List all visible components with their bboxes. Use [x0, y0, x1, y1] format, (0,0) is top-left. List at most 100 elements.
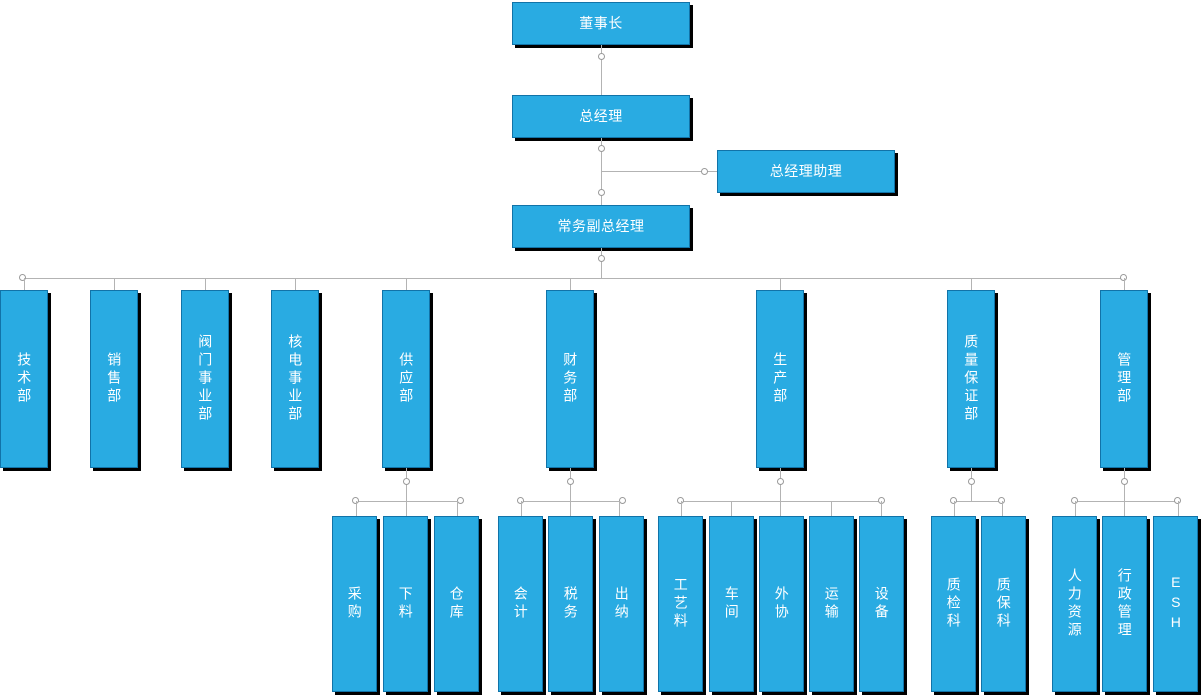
node-chairman[interactable]: 董事长: [512, 2, 690, 45]
sub-unit-purchasing[interactable]: 采购: [332, 516, 377, 692]
connector-dept: [570, 278, 571, 290]
sub-unit-esh[interactable]: ESH: [1153, 516, 1198, 692]
node-general-manager[interactable]: 总经理: [512, 95, 690, 138]
node-executive-deputy-gm[interactable]: 常务副总经理: [512, 205, 690, 248]
sub-unit-label: 工艺料: [672, 577, 689, 631]
sub-unit-label: 车间: [723, 586, 740, 622]
connector-dot: [517, 497, 524, 504]
sub-unit-label: 税务: [562, 586, 579, 622]
connector-dot: [998, 497, 1005, 504]
department-production[interactable]: 生产部: [756, 290, 804, 468]
sub-unit-cutting[interactable]: 下料: [383, 516, 428, 692]
sub-unit-cashier[interactable]: 出纳: [599, 516, 644, 692]
connector-dept: [1124, 278, 1125, 290]
connector-dot: [352, 497, 359, 504]
connector-dot: [567, 478, 574, 485]
sub-unit-accounting[interactable]: 会计: [498, 516, 543, 692]
department-sales[interactable]: 销售部: [90, 290, 138, 468]
node-gm-assistant[interactable]: 总经理助理: [717, 150, 895, 193]
connector-quality-child: [954, 501, 955, 516]
department-label: 质量保证部: [963, 334, 980, 424]
connector-finance-child: [619, 501, 620, 516]
connector-gm-assistant: [601, 171, 717, 172]
sub-unit-transport[interactable]: 运输: [809, 516, 854, 692]
sub-unit-label: ESH: [1167, 574, 1184, 634]
finance-bus: [521, 501, 623, 502]
sub-unit-label: 设备: [873, 586, 890, 622]
connector-dot: [701, 168, 708, 175]
department-nuclear-division[interactable]: 核电事业部: [271, 290, 319, 468]
connector-dept: [780, 278, 781, 290]
connector-dot: [1120, 274, 1127, 281]
connector-production-child: [731, 501, 732, 516]
sub-unit-label: 仓库: [448, 586, 465, 622]
department-management[interactable]: 管理部: [1100, 290, 1148, 468]
department-label: 销售部: [106, 352, 123, 406]
department-label: 技术部: [16, 352, 33, 406]
department-quality-assurance[interactable]: 质量保证部: [947, 290, 995, 468]
sub-unit-label: 质保科: [995, 577, 1012, 631]
sub-unit-tax[interactable]: 税务: [548, 516, 593, 692]
node-chairman-label: 董事长: [579, 15, 623, 32]
connector-dot: [598, 145, 605, 152]
department-valve-division[interactable]: 阀门事业部: [181, 290, 229, 468]
connector-dept: [24, 278, 25, 290]
connector-dot: [457, 497, 464, 504]
connector-production-child: [780, 501, 781, 516]
connector-production-child: [831, 501, 832, 516]
connector-supply-child: [457, 501, 458, 516]
connector-production-child: [881, 501, 882, 516]
connector-dot: [19, 274, 26, 281]
connector-dept: [114, 278, 115, 290]
node-executive-deputy-gm-label: 常务副总经理: [557, 218, 645, 235]
connector-finance-child: [570, 501, 571, 516]
connector-management-child: [1075, 501, 1076, 516]
connector-chairman-gm: [601, 45, 602, 95]
connector-deputy-bus: [601, 248, 602, 278]
department-label: 阀门事业部: [197, 334, 214, 424]
connector-dept: [295, 278, 296, 290]
connector-dept: [205, 278, 206, 290]
sub-unit-inspection[interactable]: 质检科: [931, 516, 976, 692]
connector-dept: [406, 278, 407, 290]
connector-management-child: [1124, 501, 1125, 516]
sub-unit-qa-section[interactable]: 质保科: [981, 516, 1026, 692]
connector-dot: [619, 497, 626, 504]
sub-unit-human-resources[interactable]: 人力资源: [1052, 516, 1097, 692]
connector-dot: [950, 497, 957, 504]
sub-unit-administration[interactable]: 行政管理: [1102, 516, 1147, 692]
sub-unit-outsourcing[interactable]: 外协: [759, 516, 804, 692]
department-technology[interactable]: 技术部: [0, 290, 48, 468]
connector-production-child: [681, 501, 682, 516]
quality-bus: [954, 501, 1002, 502]
sub-unit-label: 外协: [773, 586, 790, 622]
department-supply[interactable]: 供应部: [382, 290, 430, 468]
sub-unit-label: 出纳: [613, 586, 630, 622]
connector-dot: [598, 53, 605, 60]
connector-quality-child: [1002, 501, 1003, 516]
sub-unit-label: 行政管理: [1116, 568, 1133, 640]
sub-unit-label: 会计: [512, 586, 529, 622]
connector-dot: [1174, 497, 1181, 504]
connector-dot: [403, 478, 410, 485]
connector-dot: [1121, 478, 1128, 485]
sub-unit-equipment[interactable]: 设备: [859, 516, 904, 692]
connector-dept: [971, 278, 972, 290]
sub-unit-workshop[interactable]: 车间: [709, 516, 754, 692]
sub-unit-label: 采购: [346, 586, 363, 622]
department-label: 管理部: [1116, 352, 1133, 406]
supply-bus: [356, 501, 461, 502]
department-label: 核电事业部: [287, 334, 304, 424]
node-general-manager-label: 总经理: [579, 108, 623, 125]
department-label: 生产部: [772, 352, 789, 406]
connector-dot: [598, 255, 605, 262]
sub-unit-process[interactable]: 工艺料: [658, 516, 703, 692]
connector-dot: [677, 497, 684, 504]
sub-unit-label: 运输: [823, 586, 840, 622]
connector-supply-child: [406, 501, 407, 516]
connector-supply-child: [356, 501, 357, 516]
department-finance[interactable]: 财务部: [546, 290, 594, 468]
sub-unit-warehouse[interactable]: 仓库: [434, 516, 479, 692]
sub-unit-label: 下料: [397, 586, 414, 622]
connector-dot: [1071, 497, 1078, 504]
